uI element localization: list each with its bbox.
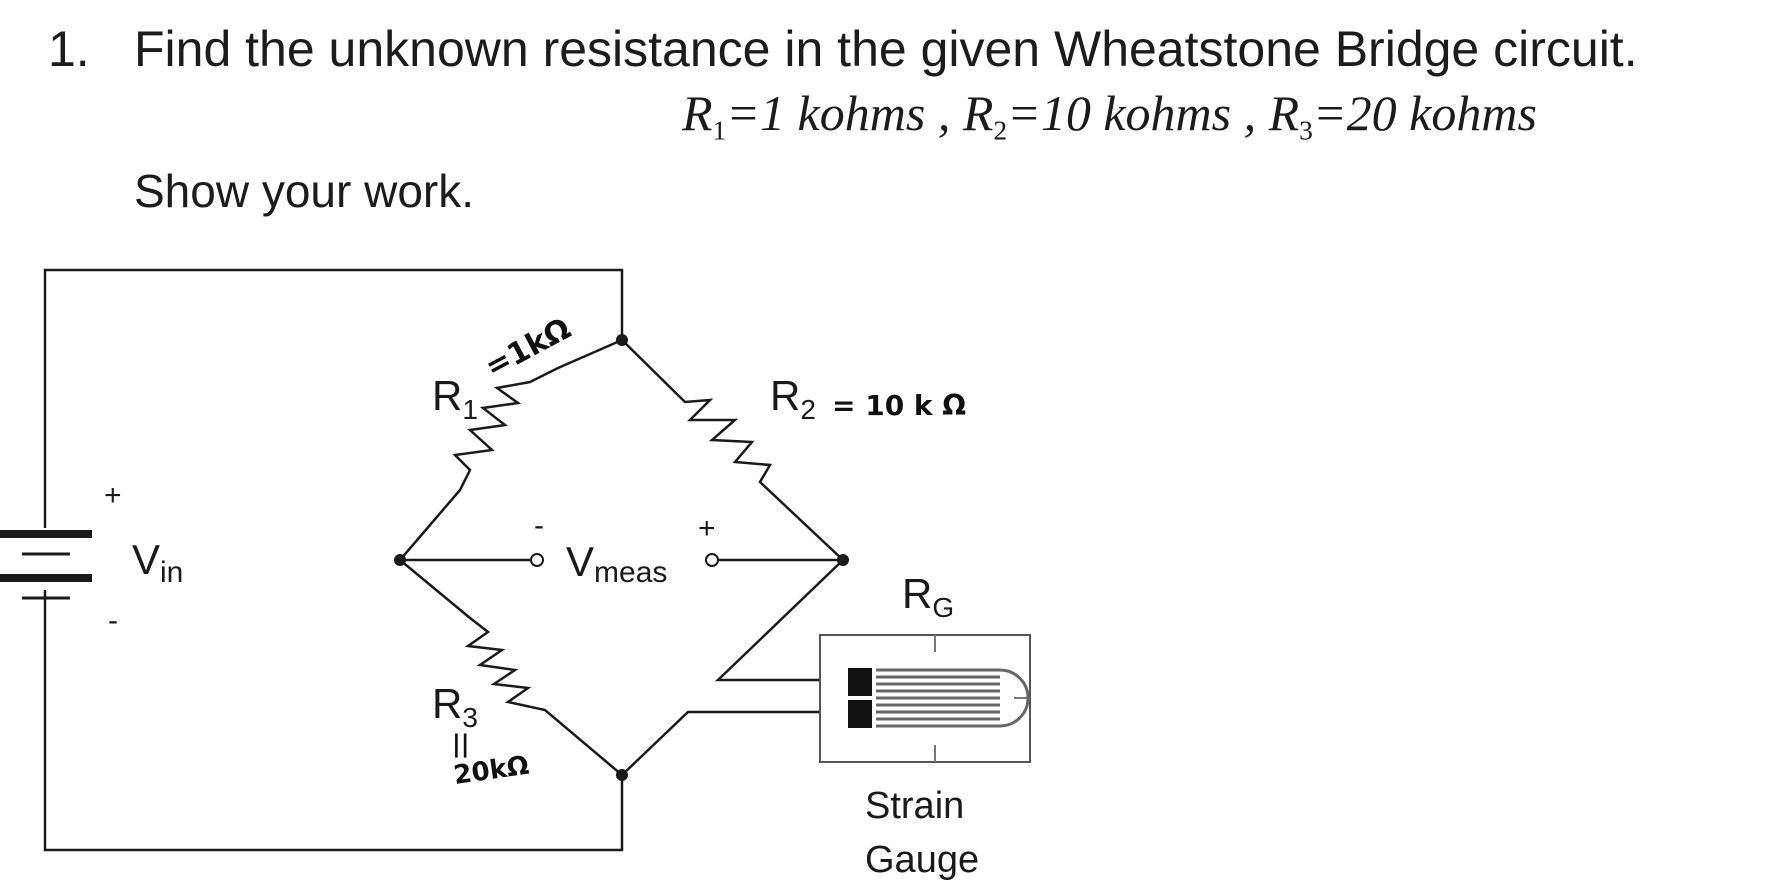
given-r1: R1=1 kohms [682, 85, 926, 146]
gauge-grid [876, 668, 1000, 728]
strain-gauge-label-line1: Strain [865, 785, 964, 827]
gauge-tab-top [848, 668, 872, 696]
vmeas-terminal-minus [530, 553, 544, 567]
gauge-tab-bottom [848, 700, 872, 728]
given-values: R1=1 kohms , R2=10 kohms , R3=20 kohms [682, 85, 1537, 146]
given-r2: R2=10 kohms [962, 85, 1232, 146]
vmeas-label: Vmeas [566, 538, 667, 589]
r3-label: R3 [432, 680, 478, 733]
battery-symbol [0, 530, 92, 600]
r1-label: R1 [432, 372, 478, 425]
strain-gauge [819, 634, 1031, 763]
vin-plus-sign: + [104, 479, 122, 512]
resistor-r1 [399, 338, 623, 561]
vmeas-terminal-plus [705, 553, 719, 567]
vmeas-minus-sign: - [534, 509, 544, 542]
vmeas-plus-sign: + [698, 512, 716, 545]
question-text: Find the unknown resistance in the given… [134, 21, 1638, 77]
resistor-r3 [399, 559, 623, 776]
wire-top-loop [43, 268, 624, 528]
junction-right [837, 554, 849, 566]
circuit-wires [43, 268, 848, 852]
r1-handwritten-value: =1kΩ [479, 311, 576, 385]
junction-dots [394, 334, 849, 781]
rg-label: RG [902, 570, 954, 623]
instruction-text: Show your work. [134, 165, 475, 217]
junction-bottom [616, 769, 628, 781]
junction-left [394, 554, 406, 566]
junction-top [616, 334, 628, 346]
r3-handwritten-equals: || [452, 730, 470, 758]
vin-label: Vin [132, 536, 183, 589]
wire-bottom-loop [43, 590, 624, 852]
wire-to-gauge-top [714, 559, 848, 682]
given-r3: R3=20 kohms [1268, 85, 1537, 146]
strain-gauge-label-line2: Gauge [865, 839, 979, 881]
vin-minus-sign: - [108, 604, 118, 637]
resistor-r2 [621, 339, 844, 561]
r2-handwritten-value: = 10 k Ω [832, 389, 966, 422]
r2-label: R2 [770, 372, 816, 425]
wire-to-gauge-bottom [621, 710, 848, 776]
question-number: 1. [48, 21, 90, 77]
